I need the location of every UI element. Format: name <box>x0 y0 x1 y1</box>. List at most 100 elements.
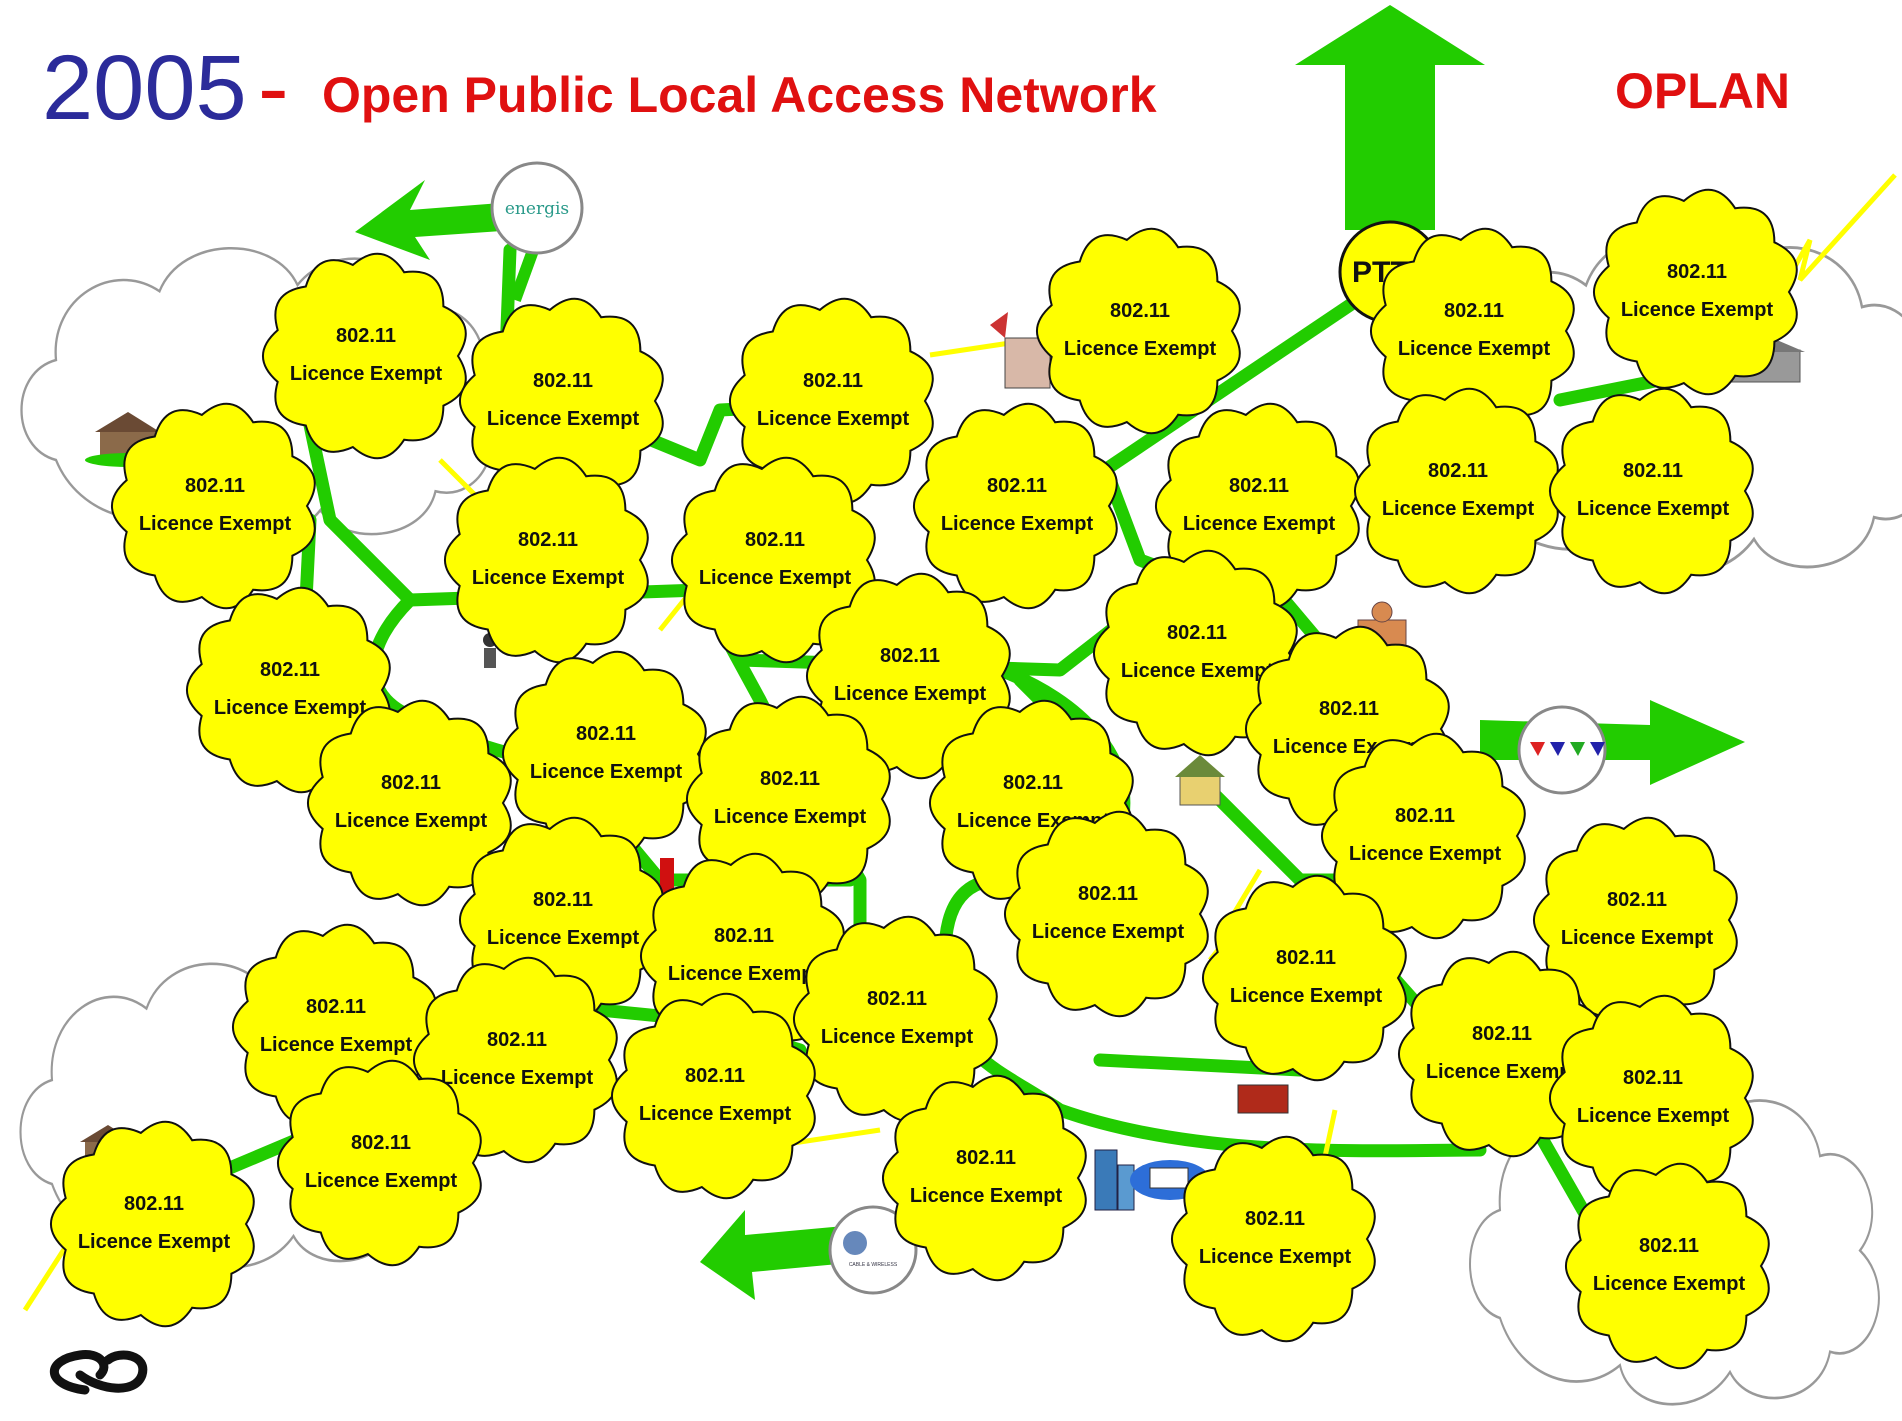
wifi-cloud-shape <box>1036 227 1241 435</box>
wifi-cloud-shape <box>1321 732 1526 940</box>
wifi-cloud-shape <box>277 1059 482 1267</box>
wifi-cloud-shape <box>111 402 316 610</box>
cable-wireless-label: CABLE & WIRELESS <box>849 1262 898 1268</box>
wifi-cloud-shape <box>882 1074 1087 1282</box>
wifi-cloud-shape <box>686 695 891 903</box>
wifi-cloud-licence: Licence Exempt <box>214 697 367 719</box>
wifi-cloud-licence: Licence Exempt <box>1426 1061 1579 1083</box>
wifi-cloud-licence: Licence Exempt <box>260 1034 413 1056</box>
wifi-cloud-licence: Licence Exempt <box>699 567 852 589</box>
energis-arrow <box>355 180 545 260</box>
wifi-cloud-licence: Licence Exempt <box>941 513 1094 535</box>
wifi-cloud-standard: 802.11 <box>1623 1067 1683 1089</box>
wifi-cloud-licence: Licence Exempt <box>305 1170 458 1192</box>
wifi-cloud-licence: Licence Exempt <box>757 408 910 430</box>
energis-label: energis <box>505 199 569 219</box>
wifi-cloud-licence: Licence Exempt <box>668 963 821 985</box>
house-icon <box>1175 755 1225 806</box>
title-year: 2005 <box>42 37 247 139</box>
wifi-cloud-shape <box>50 1120 255 1328</box>
wifi-cloud-shape <box>1004 810 1209 1018</box>
wifi-cloud-standard: 802.11 <box>1472 1023 1532 1045</box>
wifi-cloud-shape <box>413 956 618 1164</box>
wifi-cloud-shape <box>1565 1162 1770 1370</box>
wifi-cloud-shape <box>1549 387 1754 595</box>
wifi-cloud-standard: 802.11 <box>1667 261 1727 283</box>
wifi-cloud-standard: 802.11 <box>185 475 245 497</box>
wifi-cloud-standard: 802.11 <box>518 529 578 551</box>
wifi-cloud-licence: Licence Exempt <box>487 408 640 430</box>
wifi-cloud-licence: Licence Exempt <box>530 761 683 783</box>
wifi-cloud-shape <box>729 297 934 505</box>
wifi-cloud-standard: 802.11 <box>1167 622 1227 644</box>
east-arrow <box>1480 700 1745 785</box>
east-operator-logo <box>1517 705 1607 795</box>
wifi-cloud-licence: Licence Exempt <box>1199 1246 1352 1268</box>
wifi-cloud-licence: Licence Exempt <box>472 567 625 589</box>
wifi-cloud-standard: 802.11 <box>533 889 593 911</box>
wifi-cloud-standard: 802.11 <box>760 768 820 790</box>
wifi-cloud-standard: 802.11 <box>745 529 805 551</box>
wifi-cloud-standard: 802.11 <box>336 325 396 347</box>
wifi-cloud-licence: Licence Exempt <box>834 683 987 705</box>
wifi-cloud-standard: 802.11 <box>1078 883 1138 905</box>
wifi-cloud-standard: 802.11 <box>1319 698 1379 720</box>
wifi-cloud-standard: 802.11 <box>803 370 863 392</box>
wifi-cloud-licence: Licence Exempt <box>139 513 292 535</box>
wifi-cloud-standard: 802.11 <box>1607 889 1667 911</box>
wifi-cloud-standard: 802.11 <box>1639 1235 1699 1257</box>
wifi-cloud-standard: 802.11 <box>124 1193 184 1215</box>
wifi-cloud-shape <box>1354 387 1559 595</box>
wifi-cloud-shape <box>1202 874 1407 1082</box>
wifi-cloud-standard: 802.11 <box>381 772 441 794</box>
wifi-cloud-shape <box>1593 188 1798 396</box>
wifi-cloud-standard: 802.11 <box>987 475 1047 497</box>
wifi-cloud-standard: 802.11 <box>956 1147 1016 1169</box>
wifi-cloud-licence: Licence Exempt <box>441 1067 594 1089</box>
wifi-cloud-standard: 802.11 <box>685 1065 745 1087</box>
wifi-cloud-standard: 802.11 <box>351 1132 411 1154</box>
wifi-cloud-standard: 802.11 <box>1444 300 1504 322</box>
wifi-cloud-licence: Licence Exempt <box>910 1185 1063 1207</box>
acronym-label: OPLAN <box>1615 63 1790 119</box>
wifi-cloud-licence: Licence Exempt <box>1577 498 1730 520</box>
wifi-cloud-standard: 802.11 <box>1623 460 1683 482</box>
wifi-cloud-licence: Licence Exempt <box>78 1231 231 1253</box>
cable-wireless-logo: CABLE & WIRELESS <box>828 1205 918 1295</box>
wifi-cloud-licence: Licence Exempt <box>1577 1105 1730 1127</box>
upstream-arrows <box>355 5 1745 1300</box>
wifi-cloud-licence: Licence Exempt <box>714 806 867 828</box>
wifi-cloud-licence: Licence Exempt <box>335 810 488 832</box>
wifi-cloud-licence: Licence Exempt <box>1349 843 1502 865</box>
wifi-cloud-standard: 802.11 <box>1395 805 1455 827</box>
truck-icon <box>1237 1084 1289 1114</box>
wifi-cloud-standard: 802.11 <box>306 996 366 1018</box>
wifi-cloud-licence: Licence Exempt <box>1230 985 1383 1007</box>
wifi-cloud-shape <box>611 992 816 1200</box>
title-dash: - <box>258 37 289 139</box>
wifi-cloud-licence: Licence Exempt <box>1382 498 1535 520</box>
wifi-cloud-standard: 802.11 <box>1003 772 1063 794</box>
wifi-cloud-standard: 802.11 <box>533 370 593 392</box>
wifi-cloud-shape <box>444 456 649 664</box>
wifi-cloud-licence: Licence Exempt <box>1593 1273 1746 1295</box>
